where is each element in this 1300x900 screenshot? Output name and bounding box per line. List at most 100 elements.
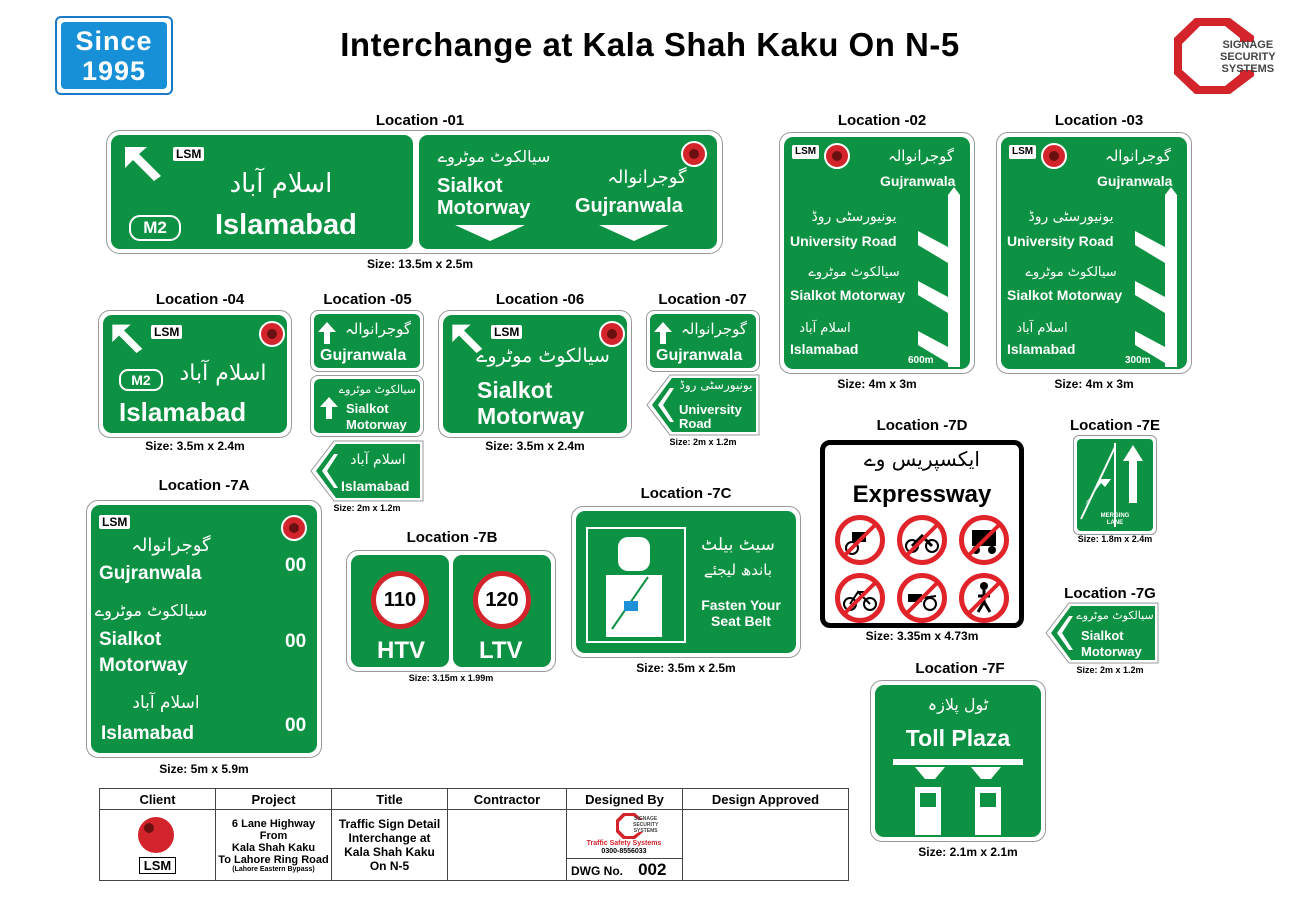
location-7d-size: Size: 3.35m x 4.73m [865, 629, 979, 643]
header-title: Title [331, 788, 448, 810]
lsm-badge: LSM [792, 145, 820, 159]
gujranwala-text: Gujranwala [320, 347, 407, 364]
fasten-your-text: Fasten Your [701, 597, 781, 613]
location-7b-size: Size: 3.15m x 1.99m [408, 673, 494, 683]
location-7g-size: Size: 2m x 1.2m [1076, 665, 1144, 675]
location-7b-label: Location -7B [406, 529, 498, 546]
location-02-size: Size: 4m x 3m [837, 377, 917, 391]
arrow-up-icon [654, 322, 672, 344]
location-07-label: Location -07 [658, 291, 747, 308]
sialkot-text: Sialkot [1081, 628, 1124, 643]
islamabad-text: Islamabad [101, 723, 194, 744]
location-7a-size: Size: 5m x 5.9m [159, 762, 249, 776]
seatbelt-frame [586, 527, 686, 643]
gujranwala-text: Gujranwala [1097, 173, 1173, 189]
arrow-up-icon [318, 322, 336, 344]
title-block-body-row: LSM 6 Lane Highway From Kala Shah Kaku T… [99, 809, 849, 881]
sign-location-7g-chevron [1045, 602, 1159, 664]
location-7e-label: Location -7E [1069, 417, 1160, 434]
gujranwala-text: Gujranwala [880, 173, 956, 189]
brand-logo: SIGNAGE SECURITY SYSTEMS [1170, 14, 1290, 98]
sign-location-7a: LSM گوجرانوالہ Gujranwala 00 سیالکوٹ موٹ… [86, 500, 322, 758]
tractor-icon [835, 515, 885, 565]
m2-shield: M2 [129, 215, 181, 241]
arrow-down-icon [599, 225, 669, 241]
sign-location-04: LSM M2 اسلام آباد Islamabad [98, 310, 292, 438]
speed-limit-120: 120 [473, 571, 531, 629]
location-7c-size: Size: 3.5m x 2.5m [636, 661, 736, 675]
htv-text: HTV [377, 637, 425, 664]
arrow-up-left-icon [112, 324, 143, 353]
motorway-text: Motorway [477, 403, 585, 429]
distance-2: 00 [285, 631, 307, 652]
urdu-sialkot-motorway: سیالکوٹ موٹروے [1076, 609, 1154, 622]
seatbelt-person-icon [606, 537, 662, 637]
header-design-approved: Design Approved [682, 788, 849, 810]
rickshaw-icon [959, 515, 1009, 565]
since-badge: Since 1995 [55, 16, 173, 95]
sialkot-text: Sialkot [437, 175, 503, 197]
gujranwala-text: Gujranwala [575, 195, 683, 217]
location-04-size: Size: 3.5m x 2.4m [145, 439, 245, 453]
urdu-sialkot-motorway: سیالکوٹ موٹروے [437, 147, 551, 166]
islamabad-text: Islamabad [341, 478, 410, 494]
sign-location-02: LSM گوجرانوالہ Gujranwala یونیورسٹی روڈ … [779, 132, 975, 374]
title-line-1: Traffic Sign Detail [338, 817, 441, 831]
lsm-logo-icon [281, 515, 307, 541]
merging-lane-arrows-icon [1080, 443, 1143, 527]
motorcycle-icon [897, 515, 947, 565]
merging-text: MERGING [1100, 513, 1130, 519]
motorway-text: Motorway [437, 197, 531, 219]
lsm-badge: LSM [491, 325, 523, 339]
university-road-text: University Road [1007, 233, 1114, 249]
sialkot-text: Sialkot [99, 629, 162, 650]
title-block-table: Client Project Title Contractor Designed… [99, 788, 849, 881]
urdu-sialkot-motorway: سیالکوٹ موٹروے [338, 383, 416, 396]
toll-booth-icon [893, 759, 1023, 835]
sign-location-05-gujranwala: گوجرانوالہ Gujranwala [310, 310, 424, 372]
lsm-badge: LSM [99, 515, 131, 529]
location-05-label: Location -05 [323, 291, 412, 308]
designer-name: Traffic Safety Systems [586, 840, 662, 847]
distance-text: 300m [1125, 355, 1151, 366]
location-04-label: Location -04 [155, 291, 245, 308]
arrow-down-icon [455, 225, 525, 241]
location-01-label: Location -01 [375, 112, 465, 129]
urdu-islamabad: اسلام آباد [132, 693, 200, 713]
urdu-gujranwala: گوجرانوالہ [607, 167, 687, 188]
islamabad-text: Islamabad [790, 341, 859, 357]
urdu-islamabad: اسلام آباد [179, 361, 267, 386]
urdu-seat-belt: سیٹ بیلٹ [701, 535, 775, 555]
design-approved-cell [682, 809, 849, 881]
urdu-university-road: یونیورسٹی روڈ [811, 209, 897, 225]
sialkot-text: Sialkot [346, 401, 389, 416]
lsm-logo-icon [1041, 143, 1067, 169]
lane-text: LANE [1106, 520, 1124, 526]
pedestrian-icon [959, 573, 1009, 623]
lsm-logo-icon [599, 321, 625, 347]
lsm-badge: LSM [1009, 145, 1037, 159]
urdu-university-road: یونیورسٹی روڈ [679, 378, 753, 392]
motorway-text: Motorway [1081, 644, 1142, 659]
header-contractor: Contractor [447, 788, 567, 810]
urdu-islamabad: اسلام آباد [799, 321, 851, 336]
sialkot-text: Sialkot [477, 377, 553, 403]
lsm-badge: LSM [173, 147, 205, 161]
toll-plaza-text: Toll Plaza [905, 725, 1011, 751]
sialkot-motorway-text: Sialkot Motorway [1007, 287, 1123, 303]
sign-location-7f: ٹول پلازہ Toll Plaza [870, 680, 1046, 842]
location-7c-label: Location -7C [640, 485, 732, 502]
animal-cart-icon [897, 573, 947, 623]
lane-diagram-arrows-icon [918, 187, 960, 367]
header-project: Project [215, 788, 332, 810]
lsm-logo-icon [259, 321, 285, 347]
location-7f-label: Location -7F [915, 660, 1005, 677]
sign-location-7b: 110 HTV 120 LTV [346, 550, 556, 672]
seat-belt-text: Seat Belt [711, 613, 771, 629]
designed-by-cell: SIGNAGE SECURITY SYSTEMS Traffic Safety … [566, 809, 683, 881]
urdu-islamabad: اسلام آباد [1016, 321, 1068, 336]
title-line-2: Interchange at [348, 831, 431, 845]
lane-diagram-arrows-icon [1135, 187, 1177, 367]
project-line-4: To Lahore Ring Road [218, 853, 329, 866]
distance-text: 600m [908, 355, 934, 366]
